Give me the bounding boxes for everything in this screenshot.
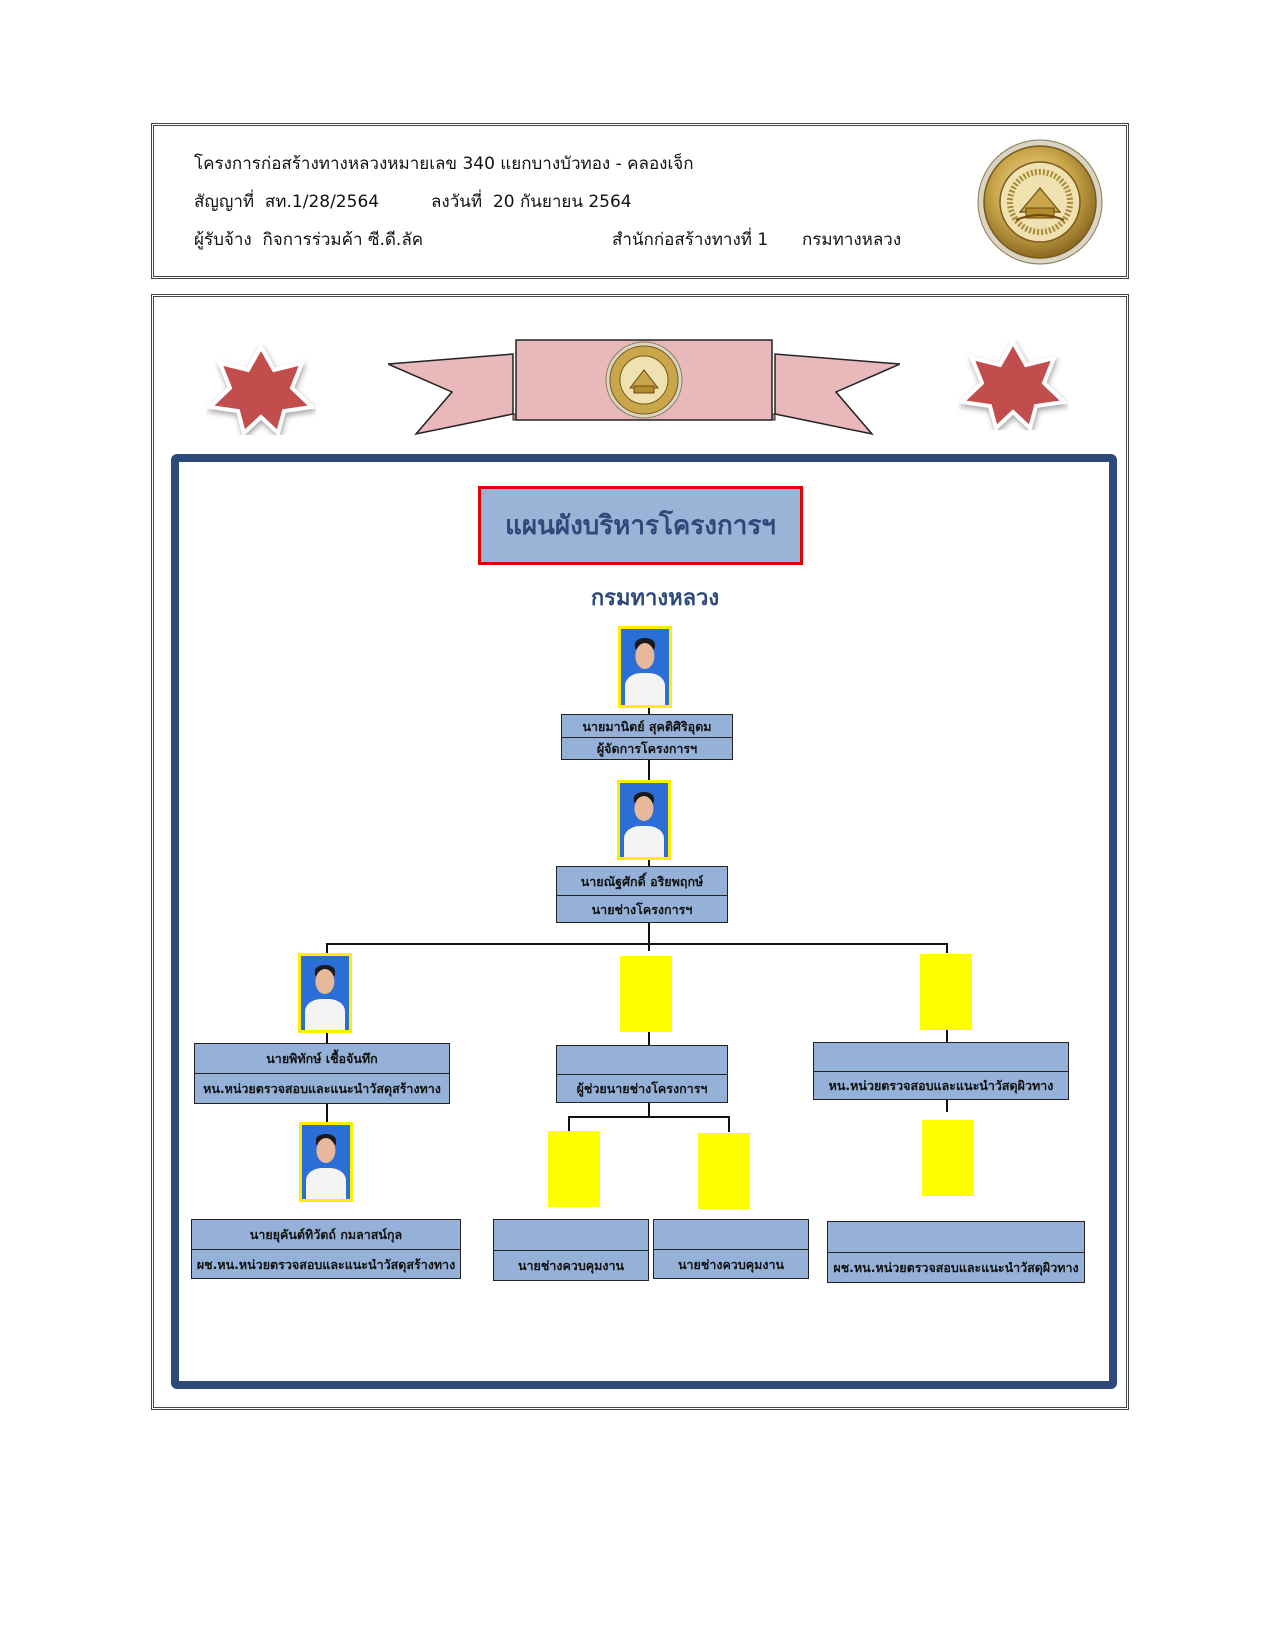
connector-line [326, 943, 948, 945]
chart-title: แผนผังบริหารโครงการฯ [505, 511, 776, 541]
node-role: นายช่างควบคุมงาน [677, 1256, 785, 1272]
connector-line [648, 1031, 650, 1045]
node-box-engineer: นายณัฐศักดิ์ อริยพฤกษ์ นายช่างโครงการฯ [556, 866, 728, 923]
red-star-right-icon [958, 340, 1068, 430]
node-role: ผช.หน.หน่วยตรวจสอบและแนะนำวัสดุผิวทาง [833, 1260, 1079, 1275]
node-box-left-sub: นายยุคันต์ทิวัตถ์ กมลาสน์กุล ผช.หน.หน่วย… [191, 1219, 461, 1279]
portrait-photo-left [298, 953, 352, 1033]
contractor-name: กิจการร่วมค้า ซี.ดี.ลัค [262, 230, 424, 250]
connector-line [568, 1116, 730, 1118]
photo-placeholder [922, 1120, 974, 1196]
contract-label: สัญญาที่ [194, 192, 255, 212]
chart-frame [151, 294, 1129, 1410]
node-name [828, 1222, 1084, 1253]
date-value: 20 กันยายน 2564 [492, 192, 632, 212]
node-box-center: ผู้ช่วยนายช่างโครงการฯ [556, 1045, 728, 1103]
node-name: นายพิทักษ์ เชื้อจันทึก [266, 1051, 378, 1066]
connector-line [326, 943, 328, 953]
ribbon-banner [388, 339, 900, 436]
photo-placeholder [698, 1133, 750, 1209]
node-box-left: นายพิทักษ์ เชื้อจันทึก หน.หน่วยตรวจสอบแล… [194, 1043, 450, 1104]
bureau-name: สำนักก่อสร้างทางที่ 1 [612, 230, 769, 250]
connector-line [648, 708, 650, 714]
node-name: นายมานิตย์ สุคติศิริอุดม [582, 718, 712, 734]
node-name [814, 1043, 1068, 1072]
chart-title-box: แผนผังบริหารโครงการฯ [478, 486, 803, 565]
connector-line [326, 1102, 328, 1122]
node-role: นายช่างโครงการฯ [591, 901, 693, 917]
node-role: ผช.หน.หน่วยตรวจสอบและแนะนำวัสดุสร้างทาง [196, 1256, 456, 1272]
chart-subtitle: กรมทางหลวง [590, 586, 720, 611]
connector-line [648, 1100, 650, 1116]
node-box-center-sub-2: นายช่างควบคุมงาน [653, 1219, 809, 1279]
node-box-right-sub: ผช.หน.หน่วยตรวจสอบและแนะนำวัสดุผิวทาง [827, 1221, 1085, 1283]
contract-number: สท.1/28/2564 [264, 192, 380, 212]
node-role: ผู้จัดการโครงการฯ [596, 741, 698, 756]
org-chart-panel [171, 454, 1117, 1389]
connector-line [946, 943, 948, 953]
project-line: โครงการก่อสร้างทางหลวงหมายเลข 340 แยกบาง… [194, 154, 694, 174]
node-role: หน.หน่วยตรวจสอบและแนะนำวัสดุสร้างทาง [203, 1081, 441, 1096]
department-seal-logo [977, 139, 1103, 265]
connector-line [648, 758, 650, 780]
node-name: นายณัฐศักดิ์ อริยพฤกษ์ [580, 873, 704, 889]
connector-line [946, 1096, 948, 1112]
photo-placeholder [620, 956, 672, 1032]
node-name [557, 1046, 727, 1075]
red-star-left-icon [206, 345, 316, 435]
node-role: ผู้ช่วยนายช่างโครงการฯ [576, 1081, 708, 1096]
node-name: นายยุคันต์ทิวัตถ์ กมลาสน์กุล [249, 1227, 403, 1242]
document-header: โครงการก่อสร้างทางหลวงหมายเลข 340 แยกบาง… [151, 123, 1129, 279]
connector-line [568, 1116, 570, 1132]
connector-line [728, 1116, 730, 1132]
date-label: ลงวันที่ [431, 192, 483, 212]
node-role: หน.หน่วยตรวจสอบและแนะนำวัสดุผิวทาง [828, 1078, 1054, 1093]
node-name [494, 1220, 648, 1251]
node-role: นายช่างควบคุมงาน [517, 1258, 625, 1273]
node-box-manager: นายมานิตย์ สุคติศิริอุดม ผู้จัดการโครงกา… [561, 714, 733, 760]
photo-placeholder [548, 1131, 600, 1207]
portrait-photo-left-sub [299, 1122, 353, 1202]
node-name [654, 1220, 808, 1250]
connector-line [326, 1023, 328, 1043]
department-name: กรมทางหลวง [802, 230, 902, 250]
portrait-photo-manager [618, 626, 672, 708]
contractor-label: ผู้รับจ้าง [194, 230, 252, 250]
connector-line [648, 921, 650, 951]
connector-line [648, 858, 650, 866]
portrait-photo-engineer [617, 780, 671, 860]
connector-line [946, 1026, 948, 1042]
node-box-center-sub-1: นายช่างควบคุมงาน [493, 1219, 649, 1281]
node-box-right: หน.หน่วยตรวจสอบและแนะนำวัสดุผิวทาง [813, 1042, 1069, 1100]
photo-placeholder [920, 954, 972, 1030]
